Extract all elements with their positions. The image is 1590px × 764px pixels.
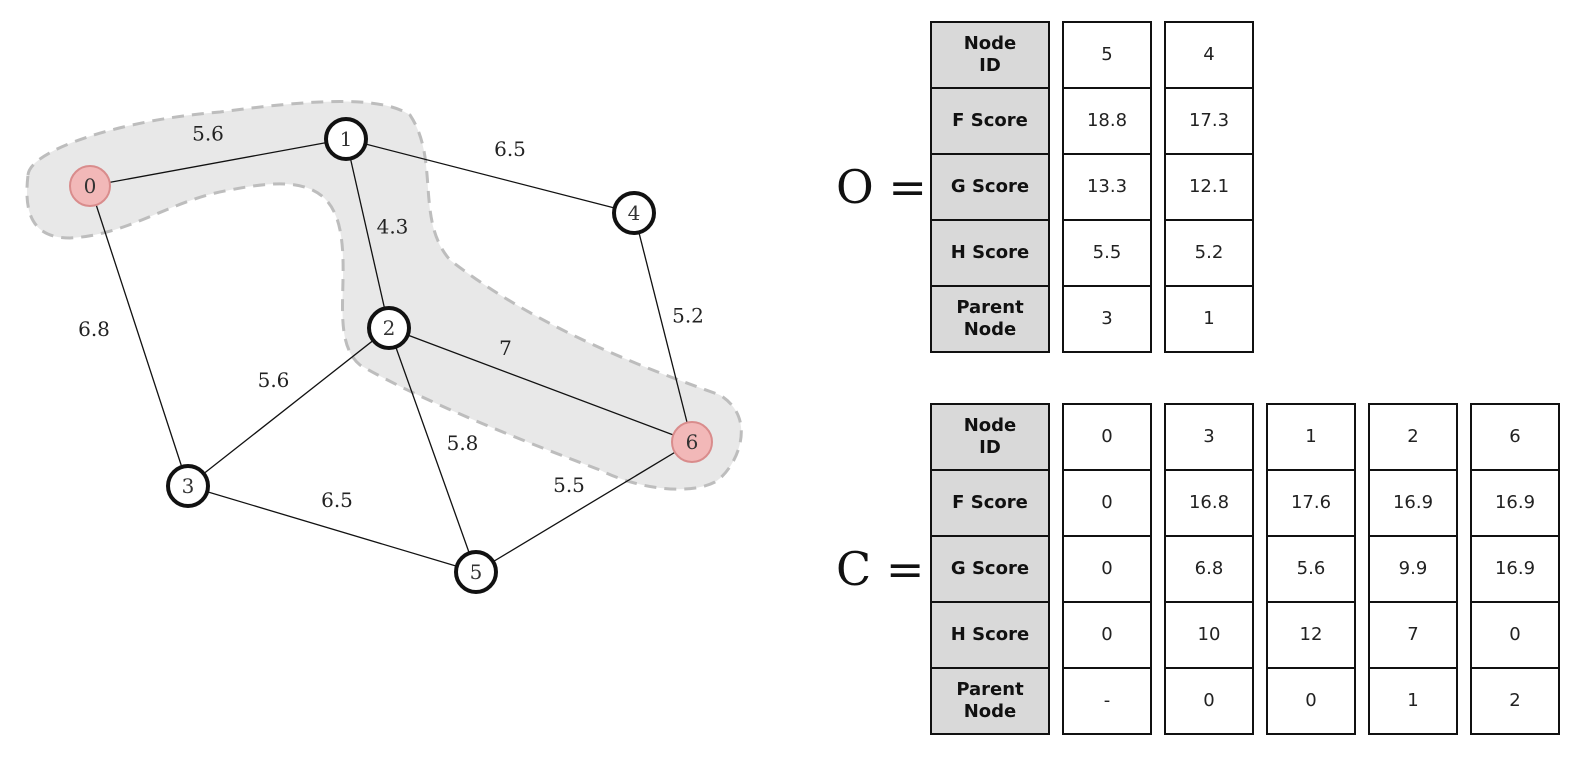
open-set-cell-parent: 3 <box>1064 287 1150 353</box>
closed-set-cell-parent: 0 <box>1268 669 1354 735</box>
node-label-3: 3 <box>182 474 195 498</box>
node-label-6: 6 <box>686 430 699 454</box>
open-set-cell-h-score: 5.5 <box>1064 221 1150 287</box>
edge-weight-0-1: 5.6 <box>192 122 224 146</box>
nodes-layer: 0 1 2 3 4 5 6 <box>69 117 713 594</box>
closed-set-cell-f-score: 0 <box>1064 471 1150 537</box>
open-set-cell-g-score: 12.1 <box>1166 155 1252 221</box>
edge-weight-2-6: 7 <box>499 336 512 360</box>
closed-set-cell-f-score: 16.9 <box>1472 471 1558 537</box>
open-set-cell-node-id: 4 <box>1166 23 1252 89</box>
edge-1-4 <box>345 138 635 214</box>
closed-set-cell-node-id: 1 <box>1268 405 1354 471</box>
highlighted-path-region <box>25 100 743 491</box>
closed-set-cell-parent: 0 <box>1166 669 1252 735</box>
closed-set-row-label: G Score <box>932 537 1048 603</box>
edge-0-3 <box>89 185 189 487</box>
node-label-5: 5 <box>470 560 483 584</box>
edge-3-5 <box>187 485 477 573</box>
closed-set-cell-h-score: 0 <box>1064 603 1150 669</box>
node-0 <box>69 165 111 207</box>
closed-set-cell-g-score: 9.9 <box>1370 537 1456 603</box>
closed-set-cell-parent: 2 <box>1472 669 1558 735</box>
edge-2-6 <box>388 327 693 443</box>
closed-set-cell-g-score: 5.6 <box>1268 537 1354 603</box>
edge-weight-0-3: 6.8 <box>78 317 110 341</box>
node-label-0: 0 <box>84 174 97 198</box>
closed-set-row-label: F Score <box>932 471 1048 537</box>
closed-set-cell-node-id: 6 <box>1472 405 1558 471</box>
open-set-cell-f-score: 17.3 <box>1166 89 1252 155</box>
edge-2-5 <box>388 327 477 573</box>
closed-set-symbol: C = <box>836 542 925 596</box>
open-set-row-label: F Score <box>932 89 1048 155</box>
edge-weight-1-4: 6.5 <box>494 137 526 161</box>
node-label-2: 2 <box>383 316 396 340</box>
open-set-row-label: G Score <box>932 155 1048 221</box>
closed-set-cell-g-score: 0 <box>1064 537 1150 603</box>
closed-set-cell-node-id: 0 <box>1064 405 1150 471</box>
edge-weight-4-6: 5.2 <box>672 304 704 328</box>
closed-set-cell-g-score: 16.9 <box>1472 537 1558 603</box>
edge-weight-1-2: 4.3 <box>377 215 409 239</box>
open-set-cell-f-score: 18.8 <box>1064 89 1150 155</box>
open-set-cell-g-score: 13.3 <box>1064 155 1150 221</box>
open-set-cell-h-score: 5.2 <box>1166 221 1252 287</box>
edges-layer: 5.6 6.5 4.3 6.8 5.6 7 5.2 5.8 6.5 5.5 <box>78 122 704 573</box>
closed-set-cell-node-id: 2 <box>1370 405 1456 471</box>
closed-set-cell-g-score: 6.8 <box>1166 537 1252 603</box>
closed-set-cell-h-score: 7 <box>1370 603 1456 669</box>
closed-set-cell-parent: 1 <box>1370 669 1456 735</box>
graph-diagram: 5.6 6.5 4.3 6.8 5.6 7 5.2 5.8 6.5 5.5 0 1 2 3 4 5 6 <box>25 100 743 594</box>
closed-set-cell-h-score: 0 <box>1472 603 1558 669</box>
edge-5-6 <box>475 441 693 573</box>
open-set-cell-parent: 1 <box>1166 287 1252 353</box>
node-5 <box>454 550 498 594</box>
closed-set-cell-h-score: 10 <box>1166 603 1252 669</box>
node-label-1: 1 <box>340 127 353 151</box>
closed-set-cell-node-id: 3 <box>1166 405 1252 471</box>
closed-set-row-label: H Score <box>932 603 1048 669</box>
node-6 <box>671 421 713 463</box>
edge-0-1 <box>89 138 347 187</box>
edge-4-6 <box>633 212 693 443</box>
closed-set-cell-parent: - <box>1064 669 1150 735</box>
edge-weight-3-5: 6.5 <box>321 488 353 512</box>
edge-1-2 <box>345 138 390 329</box>
open-set-row-label: H Score <box>932 221 1048 287</box>
closed-set-cell-f-score: 16.9 <box>1370 471 1456 537</box>
closed-set-cell-f-score: 16.8 <box>1166 471 1252 537</box>
edge-2-3 <box>187 327 390 487</box>
node-2 <box>367 306 411 350</box>
node-label-4: 4 <box>628 201 641 225</box>
closed-set-cell-h-score: 12 <box>1268 603 1354 669</box>
edge-weight-2-3: 5.6 <box>258 368 290 392</box>
edge-weight-5-6: 5.5 <box>553 473 585 497</box>
closed-set-cell-f-score: 17.6 <box>1268 471 1354 537</box>
node-4 <box>612 191 656 235</box>
node-1 <box>324 117 368 161</box>
open-set-cell-node-id: 5 <box>1064 23 1150 89</box>
edge-weight-2-5: 5.8 <box>447 431 479 455</box>
open-set-symbol: O = <box>836 160 927 214</box>
node-3 <box>166 464 210 508</box>
